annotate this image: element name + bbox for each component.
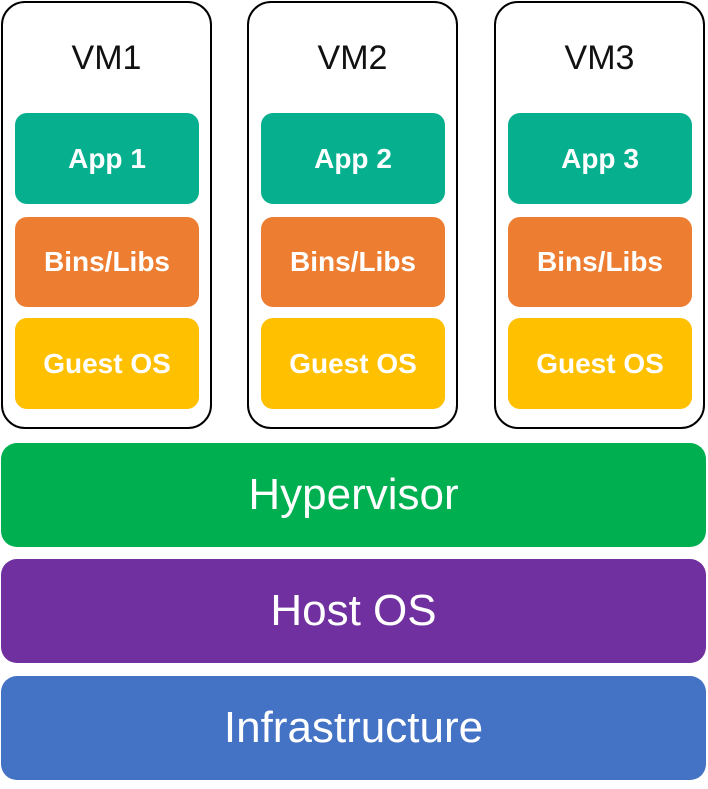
- bins-libs-box: Bins/Libs: [15, 217, 199, 307]
- vm-container-3: VM3 App 3 Bins/Libs Guest OS: [494, 1, 705, 429]
- bins-libs-box: Bins/Libs: [508, 217, 692, 307]
- app-box: App 3: [508, 113, 692, 204]
- vm-container-1: VM1 App 1 Bins/Libs Guest OS: [1, 1, 212, 429]
- bins-libs-box: Bins/Libs: [261, 217, 445, 307]
- guest-os-box: Guest OS: [15, 318, 199, 409]
- vm-title: VM2: [317, 39, 388, 77]
- infrastructure-layer: Infrastructure: [1, 676, 706, 780]
- vm-title: VM1: [71, 39, 142, 77]
- app-box: App 1: [15, 113, 199, 204]
- host-os-layer: Host OS: [1, 559, 706, 663]
- vm-container-2: VM2 App 2 Bins/Libs Guest OS: [247, 1, 458, 429]
- vm-title: VM3: [564, 39, 635, 77]
- guest-os-box: Guest OS: [261, 318, 445, 409]
- guest-os-box: Guest OS: [508, 318, 692, 409]
- app-box: App 2: [261, 113, 445, 204]
- hypervisor-layer: Hypervisor: [1, 443, 706, 547]
